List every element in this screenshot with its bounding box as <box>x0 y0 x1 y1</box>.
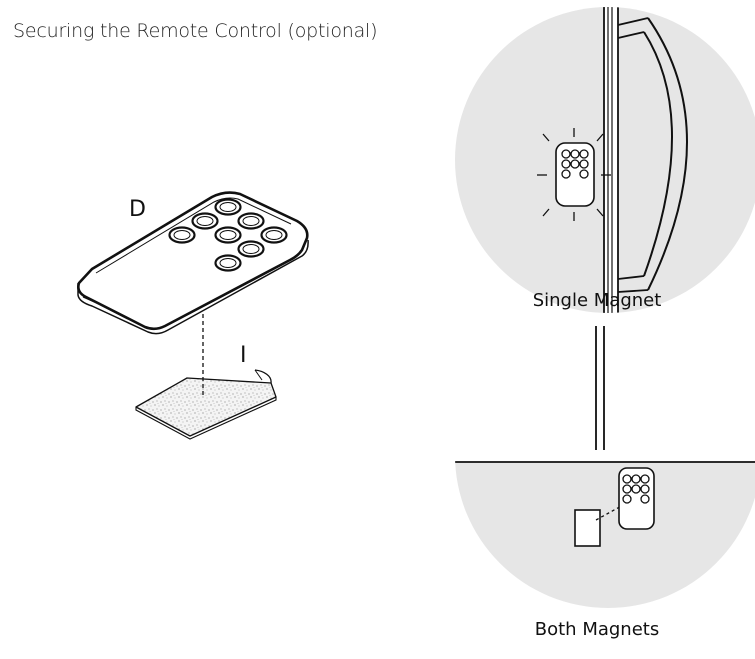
wall-section <box>458 326 755 453</box>
adhesive-pad <box>135 369 277 440</box>
both-magnets-view <box>455 450 755 608</box>
both-magnets-label: Both Magnets <box>535 619 659 640</box>
glow-rays-icon <box>537 128 611 221</box>
remote-label: D <box>129 197 146 222</box>
remote-control-icon <box>555 142 595 207</box>
single-magnet-view <box>455 7 755 313</box>
remote-control-icon <box>77 191 309 335</box>
page-title: Securing the Remote Control (optional) <box>13 20 377 42</box>
single-magnet-label: Single Magnet <box>533 290 662 311</box>
remote-control-icon <box>618 467 655 530</box>
pad-label: I <box>240 343 247 368</box>
magnet-plate-icon <box>574 509 601 547</box>
